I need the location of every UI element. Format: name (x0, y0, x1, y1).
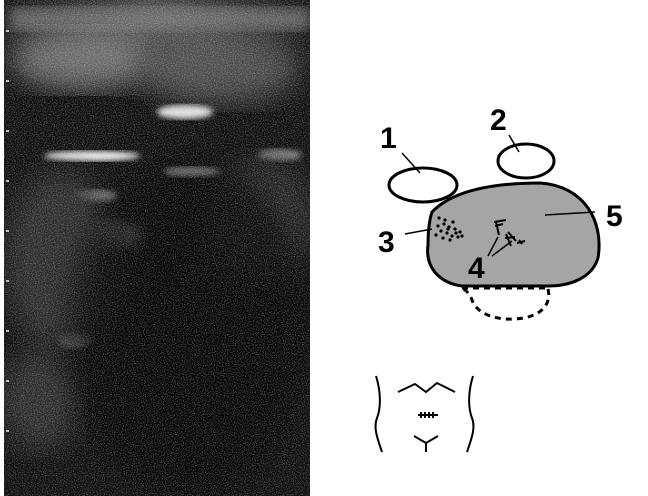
structure-2-oval (498, 144, 554, 178)
torso-left-outline (376, 376, 382, 452)
label-4: 4 (468, 252, 485, 285)
label-5: 5 (606, 200, 623, 233)
probe-marker-icon (418, 412, 438, 418)
body-pictogram (376, 376, 474, 452)
mass-outline (428, 183, 599, 286)
schematic-diagram: 1 2 3 4 5 (378, 104, 623, 319)
dashed-extension (462, 288, 549, 319)
label-3: 3 (378, 226, 395, 259)
structure-1-oval (389, 168, 457, 202)
label-2: 2 (490, 104, 507, 137)
ultrasound-image (0, 0, 315, 496)
costal-margin (398, 383, 455, 392)
pubic-line (414, 436, 438, 452)
label-1: 1 (380, 122, 397, 155)
torso-right-outline (467, 376, 473, 452)
